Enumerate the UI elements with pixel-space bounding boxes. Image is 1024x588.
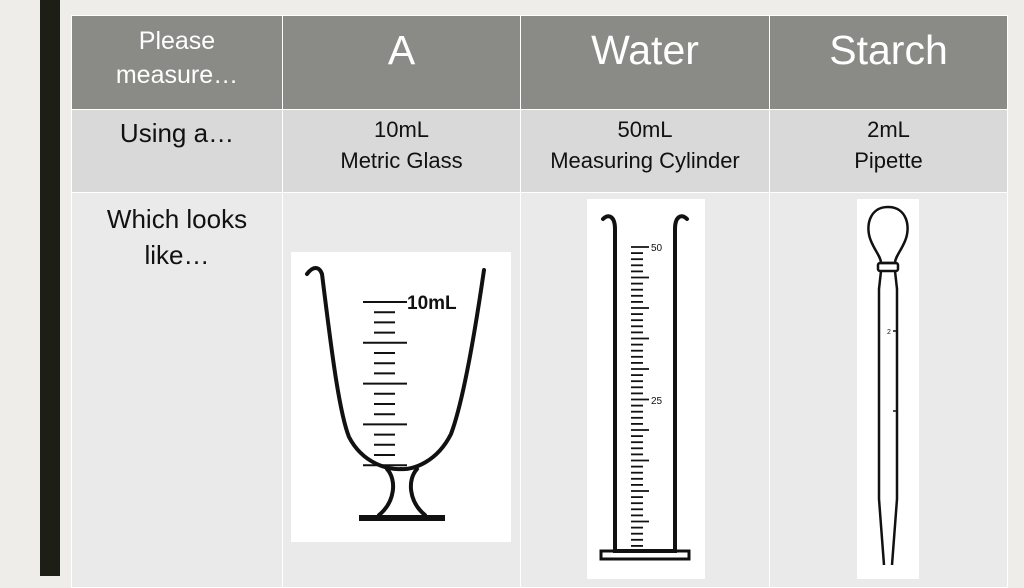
pipette-collar <box>876 261 900 273</box>
cylinder-cell: 50 25 <box>520 192 770 588</box>
cylinder-volume: 50mL <box>617 117 673 142</box>
looks-like-line2: like… <box>144 240 210 270</box>
slide-accent-bar <box>40 0 60 576</box>
metric-glass-image: 10mL <box>291 252 511 542</box>
header-please-line1: Please <box>138 27 216 55</box>
pipette-volume: 2mL <box>867 117 910 142</box>
cylinder-name: Measuring Cylinder <box>550 148 740 173</box>
looks-like-label: Which looks like… <box>71 192 283 588</box>
metric-glass-stem <box>377 467 427 517</box>
pipette-name: Pipette <box>854 148 923 173</box>
metric-glass-outline <box>305 266 486 472</box>
cylinder-mark-50: 50 <box>651 243 663 254</box>
pipette-bulb <box>867 205 909 265</box>
metric-glass-name: Metric Glass <box>340 148 463 173</box>
using-row: Using a… 10mL Metric Glass 50mL Measurin… <box>71 109 1008 193</box>
header-a: A <box>282 15 521 110</box>
pipette-tube <box>877 270 899 566</box>
pipette-image: 2 <box>857 199 919 579</box>
metric-glass-base <box>359 515 445 521</box>
metric-glass-cell: 10mL <box>282 192 521 588</box>
using-pipette: 2mL Pipette <box>769 109 1008 193</box>
header-starch: Starch <box>769 15 1008 110</box>
pipette-cell: 2 <box>769 192 1008 588</box>
pipette-mark-2: 2 <box>887 329 891 336</box>
header-water: Water <box>520 15 770 110</box>
measuring-cylinder-image: 50 25 <box>587 199 705 579</box>
using-label: Using a… <box>71 109 283 193</box>
header-please-line2: measure… <box>115 61 239 89</box>
looks-like-line1: Which looks <box>106 204 248 234</box>
header-row: Please measure… A Water Starch <box>71 15 1008 110</box>
looks-like-row: Which looks like… 10mL <box>71 192 1008 588</box>
cylinder-mark-25: 25 <box>651 396 663 407</box>
cylinder-left-wall <box>601 214 689 553</box>
metric-glass-label: 10mL <box>407 293 457 314</box>
using-metric-glass: 10mL Metric Glass <box>282 109 521 193</box>
metric-glass-volume: 10mL <box>373 117 430 142</box>
header-please-measure: Please measure… <box>71 15 283 110</box>
using-measuring-cylinder: 50mL Measuring Cylinder <box>520 109 770 193</box>
cylinder-foot <box>599 549 691 561</box>
measurement-table: Please measure… A Water Starch Using a… … <box>71 15 1008 588</box>
